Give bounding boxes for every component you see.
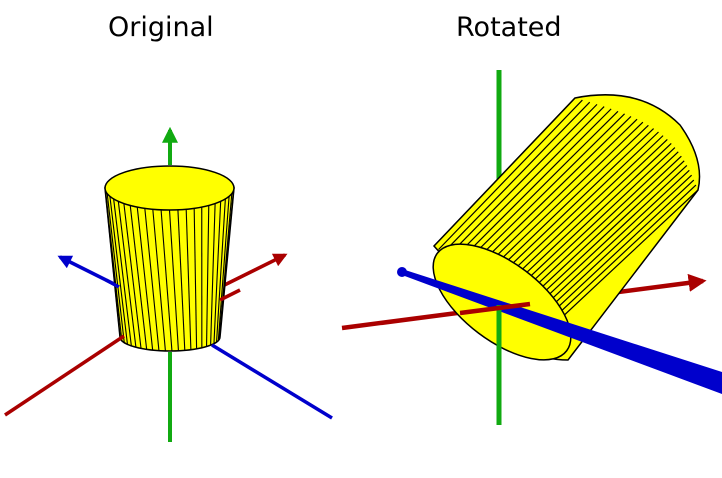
original-cylinder (104, 165, 235, 352)
cylinder-facet-line (136, 206, 154, 351)
cylinder-facet-line (185, 209, 192, 350)
cylinder-facet-line (472, 118, 638, 279)
cylinder-facet-line (217, 196, 230, 340)
original-cylinder-top (104, 165, 235, 211)
cylinder-facet-line (144, 208, 160, 351)
original-red-axis-front-stub (219, 288, 241, 302)
cylinder-facet-line (105, 190, 123, 342)
cylinder-facet-line (109, 196, 129, 345)
cylinder-facet-line (129, 205, 148, 350)
cylinder-facet-line (438, 99, 583, 250)
original-panel-title: Original (108, 12, 214, 43)
original-blue-axis-front-stub (105, 278, 120, 289)
cylinder-facet-line (117, 201, 137, 348)
original-panel (4, 126, 333, 442)
cylinder-facet-line (451, 106, 605, 261)
cylinder-facet-line (123, 203, 142, 349)
cylinder-facet-line (106, 193, 125, 344)
cylinder-facet-line (447, 103, 598, 258)
cylinder-facet-line (476, 121, 644, 283)
cylinder-facet-line (152, 209, 166, 352)
cylinder-facet-line (433, 97, 576, 247)
original-cylinder-facets (104, 187, 235, 352)
cylinder-facet-line (205, 205, 210, 347)
rotated-blue-axis (397, 267, 722, 394)
cylinder-facet-line (468, 116, 632, 276)
cylinder-facet-line (216, 198, 226, 342)
cylinder-facet-line (210, 203, 216, 345)
rotated-red-axis-front (459, 301, 531, 316)
original-red-axis-front (4, 334, 125, 417)
cylinder-facet-line (113, 198, 132, 347)
rotated-cylinder-facets (433, 97, 699, 351)
cylinder-facet-line (218, 187, 235, 338)
cylinder-facet-line (177, 209, 186, 351)
cylinder-facet-line (464, 113, 626, 272)
cylinder-facet-line (213, 201, 222, 344)
cylinder-facet-line (442, 101, 591, 254)
cylinder-facet-line (460, 110, 619, 268)
rotated-cylinder (432, 94, 701, 361)
rotated-panel (341, 70, 722, 425)
cylinder-facet-line (168, 209, 180, 351)
cylinder-facet-line (160, 209, 173, 352)
cylinder-facet-line (193, 208, 198, 349)
rotated-panel-title: Rotated (456, 12, 562, 43)
cylinder-facet-line (456, 108, 612, 265)
original-blue-axis-front (211, 343, 333, 420)
